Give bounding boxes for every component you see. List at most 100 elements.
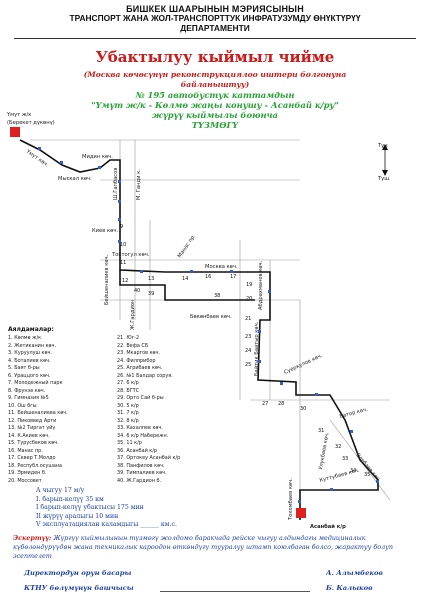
legend-stop-item: 20. Mocсовет (8, 477, 42, 484)
legend-stop-item: 12. Пиковвед Арти (8, 417, 57, 424)
street-beishenaliev: Бейшеналиев көч. (103, 254, 110, 305)
svg-text:19: 19 (246, 282, 252, 288)
legend-stop-item: 24. Филприбор (117, 357, 156, 364)
legend-stop-item: 39. Тимпалиев көч. (117, 470, 167, 477)
svg-text:11: 11 (120, 260, 126, 266)
stat-interval: II жүрүү аралыгы 10 мин (36, 512, 119, 520)
route-line-4: ТҮЗМӨГҮ (191, 120, 239, 130)
svg-text:30: 30 (300, 406, 306, 412)
legend-stop-item: 26. №1 Балдар соруя. (117, 372, 173, 379)
svg-text:34: 34 (350, 468, 356, 474)
street-abdrakhmanov: Абдрахманов көч. (258, 260, 264, 310)
legend-title: Аялдамалар: (8, 326, 54, 333)
route-line (19, 139, 379, 520)
legend-stop-item: 10. Ош бгы (8, 402, 37, 409)
end-terminal-label: Асанбай к/р (310, 523, 346, 530)
legend-stop-item: 4. Боталиев көч. (8, 357, 51, 364)
legend-stop-item: 31. 7 к/р (117, 410, 139, 417)
legend-stop-item: 38. Панфилов көч. (117, 462, 165, 469)
header-line-1: БИШКЕК ШААРЫНЫН МЭРИЯСЫНЫН (126, 4, 304, 14)
legend-stop-item: 9. Гимназия №5 (8, 395, 49, 402)
legend-stop-item: 35. 11 к/р (117, 440, 142, 447)
legend-stop-item: 28. БГТС (117, 387, 140, 394)
legend-stop-item: 34. 6 к/р Набережн. (117, 432, 169, 439)
header-line-2: ТРАНСПОРТ ЖАНА ЖОЛ-ТРАНСПОРТТУК ИНФРАТУЗ… (69, 13, 361, 23)
svg-text:17: 17 (230, 274, 236, 280)
svg-text:39: 39 (148, 291, 154, 297)
stat-operating-speed: V эксплуатациялан каламдыгы ______ км.с. (36, 521, 177, 528)
legend-stop-item: 21. Юг-2 (117, 335, 140, 341)
legend-stop-item: 18. Республ.осушана (8, 462, 63, 469)
subtitle-line-2: байланыштуу) (180, 80, 250, 89)
route-line-1: № 195 автобустук каттамдын (135, 90, 295, 100)
legend-stop-item: 22. Вефа СБ (117, 342, 149, 349)
svg-text:25: 25 (245, 362, 251, 368)
stop-numbers: 9 10 11 12 13 14 16 17 19 20 21 23 24 25… (120, 224, 370, 478)
document-title: Убактылуу кыймыл чийме (95, 48, 335, 66)
header-divider (14, 38, 416, 39)
route-stats: A чыгуу 17 м/у I. барып-келүү 35 км I ба… (36, 487, 177, 530)
legend-stop-item: 37. Ортокеу Асанбай к/р (117, 455, 181, 462)
legend-stop-item: 40. Ж.Гардион б. (117, 477, 162, 484)
street-bator: Батор көч. (339, 407, 369, 420)
subtitle-line-1: (Москва көчөсүнүн реконструкциялоо иштер… (83, 70, 347, 79)
street-moskva: Москва көч. (205, 264, 238, 270)
svg-text:31: 31 (318, 428, 324, 434)
notice-paragraph: Эскертүү: Жүргүү кыймылынын түзмөгү жолд… (13, 534, 417, 562)
header-line-3: ДЕПАРТАМЕНТИ (180, 23, 250, 33)
legend-stop-item: 27. 6 к/р (117, 380, 139, 387)
signature-name-2: Б. Калыков (326, 584, 373, 592)
svg-text:12: 12 (122, 278, 128, 284)
legend-stop-item: 13. №2 Тиргат үйү (8, 425, 56, 432)
legend-stop-item: 30. 5 к/р (117, 402, 139, 409)
stop-markers (38, 147, 379, 503)
svg-text:33: 33 (342, 456, 348, 462)
stat-round-trip-time: I барып-келүү убактысы 175 мин (36, 504, 144, 511)
legend-stop-item: 14. К.Акиев көч. (8, 432, 50, 439)
street-tokhtogul: Токтогул көч. (111, 252, 150, 258)
signature-line (160, 591, 310, 592)
legend-stop-item: 19. Эрмиден б. (8, 470, 47, 477)
svg-text:10: 10 (120, 242, 126, 248)
stat-round-trip-distance: I. барып-келүү 35 км (36, 495, 104, 503)
street-sh-gapbasov: Ш.Гапбасов (113, 168, 119, 200)
svg-text:16: 16 (205, 274, 211, 280)
signature-role-2: КТНУ бөлүмүнүн башчысы (24, 584, 134, 592)
street-bokonbaev: Бөкөнбаев көч. (190, 314, 232, 320)
route-line-2: "Үмүт ж/к - Көлмө жаңы конушу - Асанбай … (91, 100, 339, 110)
notice-text: Жүргүү кыймылынын түзмөгү жолдомо баракч… (13, 534, 393, 561)
legend-stop-item: 33. Кахалпев көч. (117, 425, 163, 432)
legend-stop-item: 11. Бейшеналиева көч. (8, 410, 68, 417)
svg-text:40: 40 (134, 288, 140, 294)
legend-stop-item: 2. Жетиканин көч. (8, 342, 56, 349)
street-umot: Үмүт көч. (24, 148, 50, 169)
legend-stop-item: 16. Манас пр. (8, 447, 43, 454)
legend-stop-item: 5. Баят б-ры (8, 365, 40, 372)
svg-text:27: 27 (262, 401, 268, 407)
svg-text:9: 9 (120, 224, 123, 230)
svg-text:13: 13 (148, 276, 154, 282)
legend-stop-item: 8. Фрунзе көч. (8, 387, 46, 394)
street-baytik: Байтик Баатыр көч. (253, 321, 260, 376)
street-manas: Манас пр. (177, 233, 198, 259)
street-kiev: Киев көч. (92, 228, 118, 234)
legend-stop-item: 17. Сквер Т.Молдо (8, 455, 56, 462)
start-terminal-label-1: Үмүт ж/к (6, 112, 31, 118)
svg-text:21: 21 (245, 316, 251, 322)
street-suerkulov: Суеркулов көч. (283, 353, 324, 376)
start-terminal-marker (10, 127, 20, 137)
svg-text:32: 32 (335, 444, 341, 450)
svg-text:38: 38 (214, 293, 220, 299)
notice-label: Эскертүү: (13, 534, 52, 542)
direction-compass: Тун Түш. (377, 143, 391, 182)
street-zh-gardnon: Ж.Гардион (130, 300, 136, 330)
legend-stop-item: 7. Молодежный парк (8, 380, 63, 387)
direction-back-label: Түш. (377, 176, 391, 182)
legend-stop-item: 1. Көлмө ж/к (8, 335, 42, 341)
legend-stop-item: 23. Мкаргов көч. (117, 350, 160, 357)
direction-there-label: Тун (377, 143, 388, 149)
svg-text:14: 14 (182, 276, 188, 282)
legend-stop-item: 15. Турусбеков көч. (8, 440, 59, 447)
